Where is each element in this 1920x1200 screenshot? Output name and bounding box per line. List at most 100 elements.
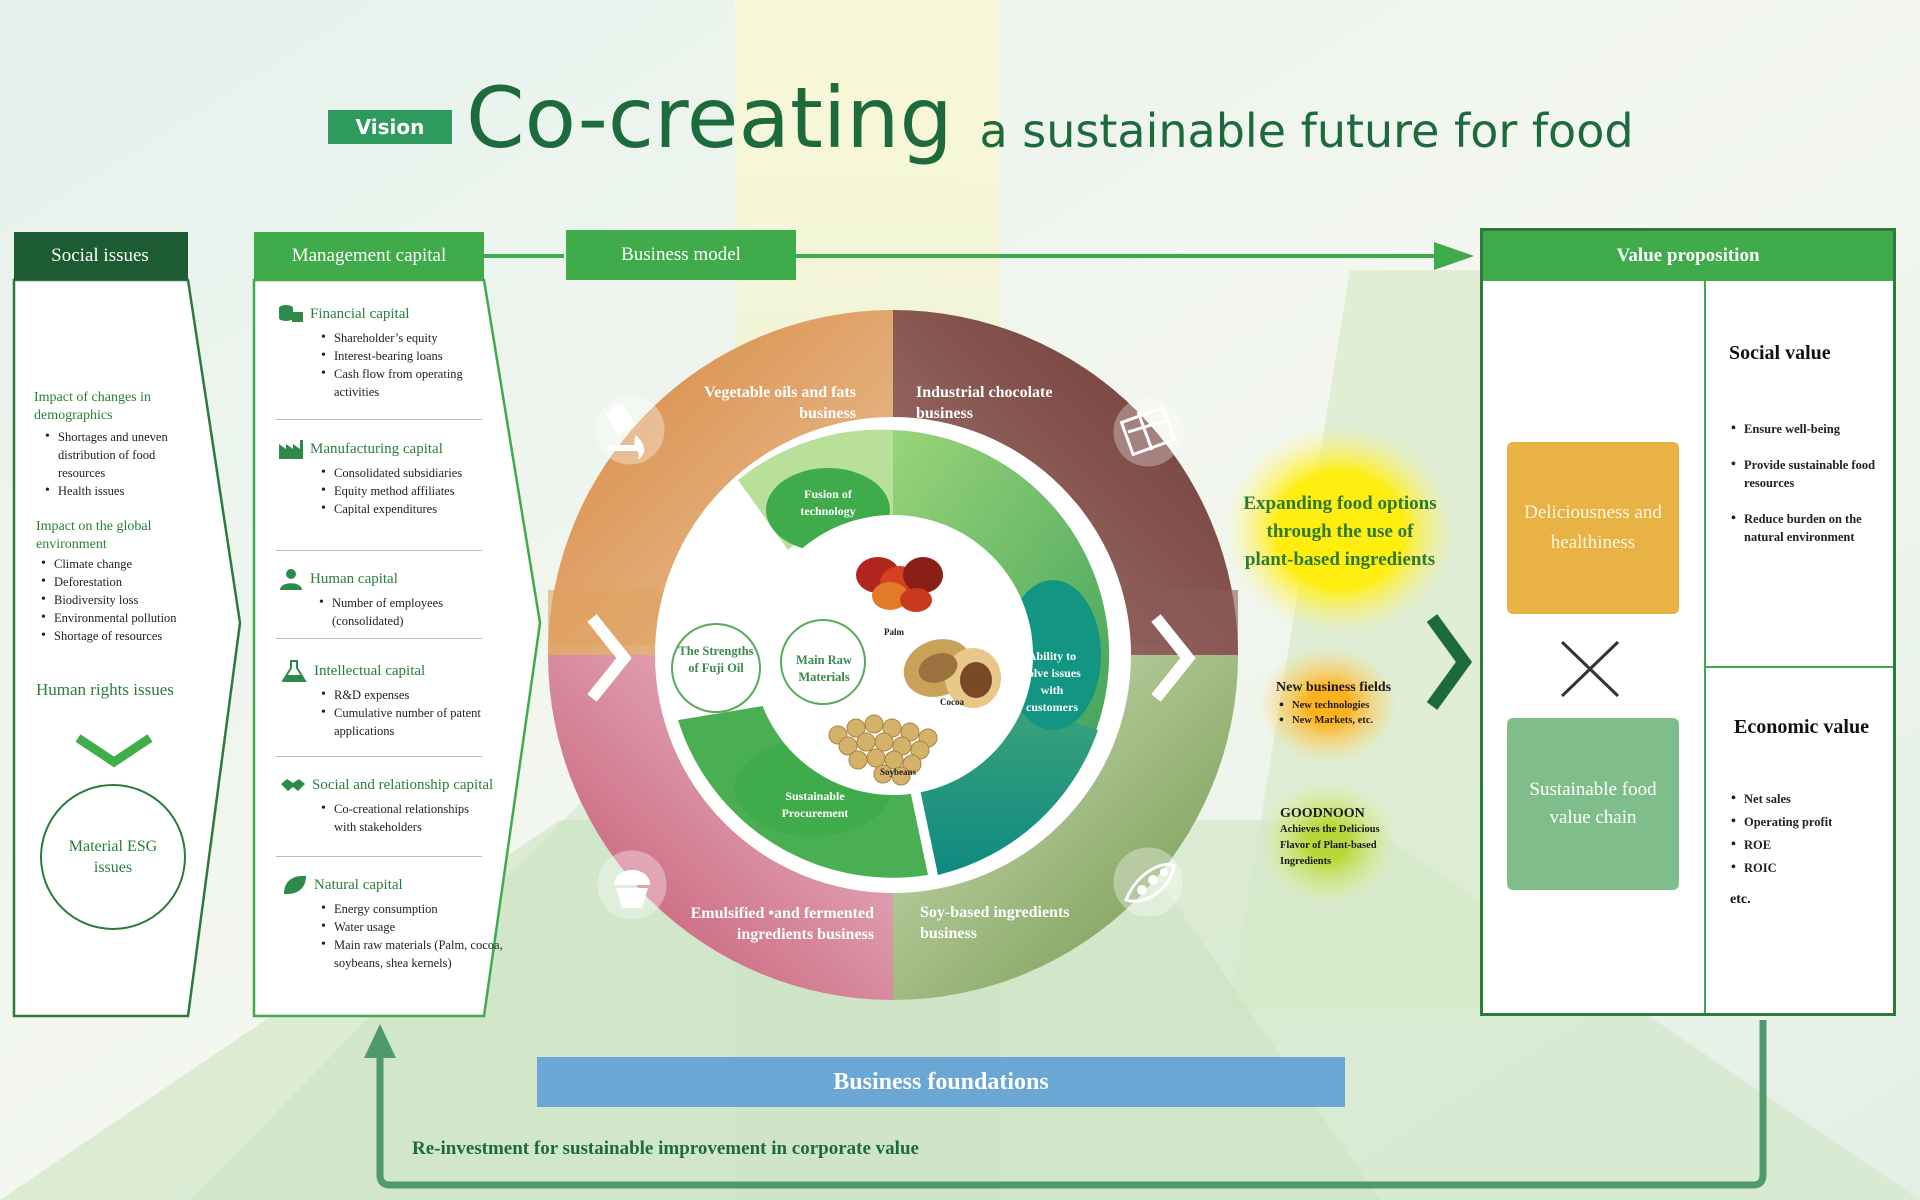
new-business-fields: New business fields New technologies New…	[1276, 680, 1426, 728]
title-sub: a sustainable future for food	[979, 104, 1634, 158]
multiply-icon	[1560, 640, 1620, 698]
expanding-food-options: Expanding food options through the use o…	[1243, 493, 1437, 570]
list-item: Shortages and uneven distribution of foo…	[45, 428, 194, 482]
chevron-right-icon	[1151, 614, 1196, 702]
reinvestment-text: Re-investment for sustainable improvemen…	[412, 1138, 919, 1159]
human-capital: Human capital Number of employees (conso…	[278, 568, 488, 630]
capital-title: Human capital	[310, 570, 398, 587]
divider	[1704, 281, 1706, 1013]
capital-list: R&D expenses Cumulative number of patent…	[282, 686, 504, 740]
goodnoon: GOODNOON Achieves the Delicious Flavor o…	[1280, 806, 1392, 870]
divider	[276, 856, 482, 857]
list-item: Number of employees (consolidated)	[319, 594, 472, 630]
manufacturing-capital: Manufacturing capital Consolidated subsi…	[278, 438, 488, 518]
financial-capital: Financial capital Shareholder’s equity I…	[278, 303, 488, 401]
title-main: Co-creating	[466, 69, 953, 167]
economic-value-list: Net sales Operating profit ROE ROIC	[1728, 790, 1900, 877]
chevron-right-icon	[1426, 614, 1473, 710]
list-item: Water usage	[321, 918, 504, 936]
management-capital-header: Management capital	[291, 245, 447, 266]
segment-label-vegetable-oils: Vegetable oils and fats business	[704, 384, 856, 422]
capital-title: Social and relationship capital	[312, 776, 494, 793]
business-wheel	[548, 310, 1238, 1000]
list-item: Cumulative number of patent applications	[321, 704, 504, 740]
material-esg-label: Material ESG issues	[68, 838, 158, 876]
value-proposition-panel	[1480, 228, 1896, 1016]
list-item: ROE	[1731, 836, 1900, 854]
cupcake-icon	[597, 850, 667, 920]
palm-label: Palm	[884, 627, 904, 637]
segment-label-emulsified: Emulsified •and fermented ingredients bu…	[690, 905, 874, 943]
demographics-list: Shortages and uneven distribution of foo…	[34, 428, 194, 500]
social-value-list: Ensure well-being Provide sustainable fo…	[1728, 420, 1900, 546]
page-title: Co-creating a sustainable future for foo…	[466, 68, 1634, 181]
sustainable-chain-label: Sustainable food value chain	[1529, 779, 1657, 828]
environment-list: Climate change Deforestation Biodiversit…	[36, 555, 196, 645]
business-model-arrow	[484, 242, 1474, 270]
list-item: Capital expenditures	[321, 500, 488, 518]
soybeans-icon	[828, 714, 938, 786]
soybeans-label: Soybeans	[880, 767, 917, 777]
divider	[276, 638, 482, 639]
list-item: Energy consumption	[321, 900, 504, 918]
cocoa-pod-icon	[903, 639, 1001, 708]
factory-icon	[279, 440, 303, 459]
list-item: Main raw materials (Palm, cocoa, soybean…	[321, 936, 504, 972]
palm-fruit-icon	[856, 557, 943, 612]
capital-list: Shareholder’s equity Interest-bearing lo…	[278, 329, 488, 401]
list-item: New technologies	[1279, 698, 1426, 713]
environment-title: Impact on the global environment	[36, 519, 152, 552]
divider	[276, 550, 482, 551]
soybean-pod-icon	[1113, 847, 1183, 917]
sustainable-chain-box: Sustainable food value chain	[1507, 718, 1679, 890]
list-item: Consolidated subsidiaries	[321, 464, 488, 482]
divider	[276, 419, 482, 420]
list-item: Operating profit	[1731, 813, 1900, 831]
reinvestment-loop-arrow	[364, 1020, 1767, 1189]
capital-title: Intellectual capital	[314, 662, 426, 679]
list-item: Net sales	[1731, 790, 1900, 808]
deliciousness-box: Deliciousness and healthiness	[1507, 442, 1679, 614]
list-item: R&D expenses	[321, 686, 504, 704]
main-raw-materials: Main Raw Materials	[796, 653, 852, 684]
chevron-right-icon	[587, 614, 632, 702]
chocolate-bar-icon	[1113, 397, 1183, 467]
capital-list: Co-creational relationships with stakeho…	[280, 800, 484, 836]
list-item: Equity method affiliates	[321, 482, 488, 500]
environment-section: Impact on the global environment Climate…	[36, 518, 196, 645]
goodnoon-desc: Achieves the Delicious Flavor of Plant-b…	[1280, 824, 1380, 867]
vision-tag: Vision	[328, 110, 452, 144]
material-esg-circle: Material ESG issues	[40, 784, 186, 930]
list-item: Reduce burden on the natural environment	[1731, 510, 1900, 546]
fusion-of-technology: Fusion of technology	[800, 487, 856, 518]
chevron-down-icon	[75, 734, 153, 768]
list-item: ROIC	[1731, 859, 1900, 877]
demographics-section: Impact of changes in demographics Shorta…	[34, 389, 194, 500]
business-model-header: Business model	[566, 230, 796, 280]
list-item: Biodiversity loss	[41, 591, 196, 609]
list-item: Co-creational relationships with stakeho…	[321, 800, 484, 836]
social-relationship-capital: Social and relationship capital Co-creat…	[280, 774, 510, 836]
segment-label-soy: Soy-based ingredients business	[920, 904, 1070, 942]
capital-list: Consolidated subsidiaries Equity method …	[278, 464, 488, 518]
capital-list: Energy consumption Water usage Main raw …	[282, 900, 504, 972]
list-item: Cash flow from operating activities	[321, 365, 488, 401]
intellectual-capital: Intellectual capital R&D expenses Cumula…	[282, 660, 492, 740]
strengths-of-fuji-oil: The Strengths of Fuji Oil	[678, 644, 754, 675]
new-fields-list: New technologies New Markets, etc.	[1276, 698, 1426, 728]
divider	[1706, 666, 1893, 668]
deliciousness-label: Deliciousness and healthiness	[1524, 502, 1662, 553]
divider	[276, 756, 482, 757]
segment-label-chocolate: Industrial chocolate business	[916, 384, 1053, 422]
social-issues-header: Social issues	[51, 245, 149, 266]
capital-title: Natural capital	[314, 876, 403, 893]
person-icon	[280, 569, 302, 590]
business-foundations-bar: Business foundations	[537, 1057, 1345, 1107]
list-item: Climate change	[41, 555, 196, 573]
natural-capital: Natural capital Energy consumption Water…	[282, 874, 503, 972]
flask-icon	[282, 660, 307, 682]
capital-title: Financial capital	[310, 305, 410, 322]
social-value-title: Social value	[1729, 342, 1831, 364]
sustainable-procurement: Sustainable Procurement	[781, 789, 849, 820]
human-rights-issues: Human rights issues	[36, 680, 174, 699]
